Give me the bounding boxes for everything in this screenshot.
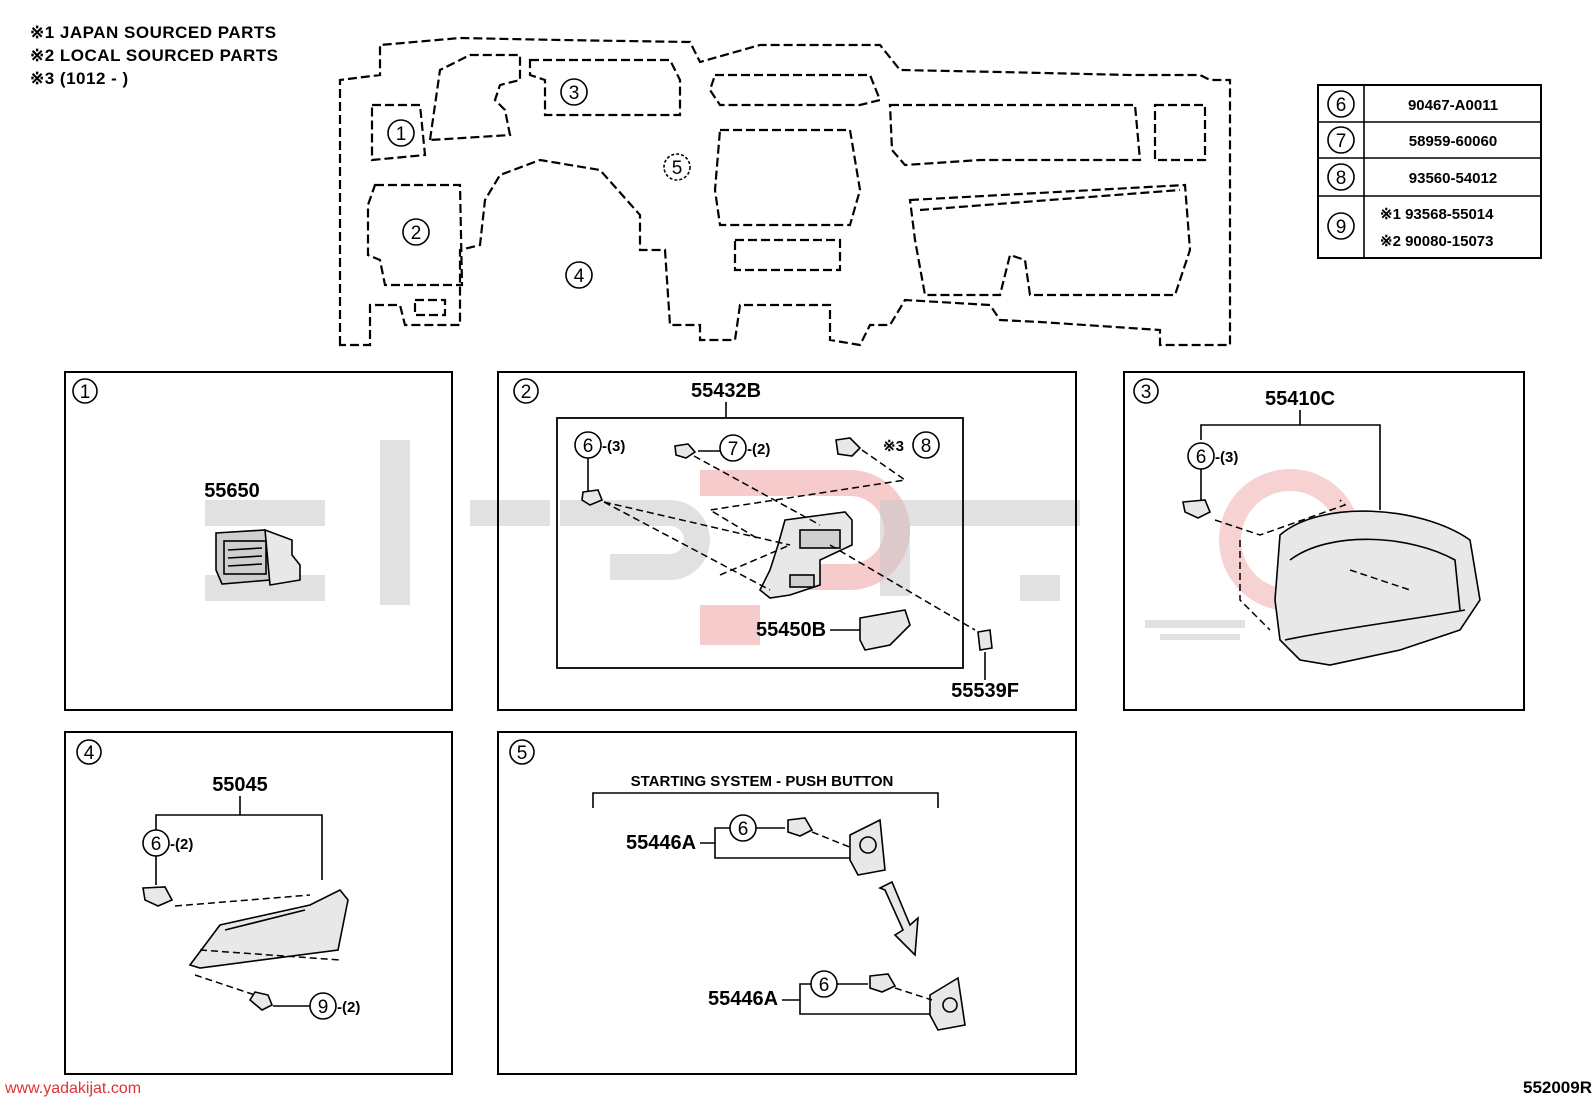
panel-4: 4 55045 6 -(2) 9 -(2)	[64, 731, 453, 1075]
panel-5: 5 STARTING SYSTEM - PUSH BUTTON 55446A 6…	[497, 731, 1077, 1075]
overview-marker-4: 4	[565, 261, 593, 289]
part-55539f-group: 55539F	[951, 629, 1019, 702]
part-55045-label: 55045	[212, 774, 268, 796]
panel-3-marker-number: 3	[1141, 382, 1152, 403]
overview-marker-1: 1	[387, 119, 415, 147]
svg-text:-(2): -(2)	[337, 999, 360, 1016]
push-button-group-1: 55446A 6	[626, 814, 886, 876]
svg-text:2: 2	[411, 223, 422, 244]
table-value-9b: ※2 90080-15073	[1380, 233, 1494, 250]
svg-text:9: 9	[1336, 217, 1347, 238]
svg-text:6: 6	[819, 975, 830, 996]
overview-marker-5: 5	[663, 153, 691, 181]
svg-text:-(2): -(2)	[747, 441, 770, 458]
svg-text:8: 8	[1336, 168, 1347, 189]
panel-4-marker-number: 4	[84, 743, 95, 764]
ref-7-callout: 7 -(2)	[698, 434, 770, 462]
overview-marker-2: 2	[402, 218, 430, 246]
panel-5-marker-number: 5	[517, 743, 528, 764]
svg-text:3: 3	[569, 83, 580, 104]
part-number-table: 6 90467-A0011 7 58959-60060 8 93560-5401…	[1317, 84, 1542, 259]
panel-1-marker-number: 1	[80, 382, 91, 403]
ref-6-callout-p4: 6 -(2)	[142, 829, 193, 885]
svg-text:-(3): -(3)	[602, 438, 625, 455]
panel-5-heading: STARTING SYSTEM - PUSH BUTTON	[631, 773, 894, 790]
svg-text:-(3): -(3)	[1215, 449, 1238, 466]
table-row-7: 7 58959-60060	[1327, 126, 1497, 154]
panel-2-marker-number: 2	[521, 382, 532, 403]
air-vent-part	[215, 528, 301, 586]
table-value-7: 58959-60060	[1409, 133, 1497, 150]
note-japan-sourced: ※1 JAPAN SOURCED PARTS	[30, 23, 277, 42]
svg-text:55539F: 55539F	[951, 680, 1019, 702]
ref-6-callout-p3: 6 -(3)	[1187, 442, 1238, 500]
table-value-9a: ※1 93568-55014	[1380, 206, 1494, 223]
table-row-8: 8 93560-54012	[1327, 163, 1497, 191]
lower-panel-part	[188, 888, 349, 969]
overview-marker-3: 3	[560, 78, 588, 106]
svg-text:4: 4	[574, 266, 585, 287]
svg-text:9: 9	[318, 997, 329, 1018]
panel-3: 3 55410C 6 -(3)	[1123, 371, 1525, 711]
meter-hood-part	[1274, 510, 1481, 666]
svg-text:-(2): -(2)	[170, 836, 193, 853]
svg-text:※3: ※3	[883, 438, 904, 455]
svg-text:6: 6	[151, 834, 162, 855]
part-55432b-label: 55432B	[691, 380, 761, 402]
note-local-sourced: ※2 LOCAL SOURCED PARTS	[30, 46, 278, 65]
svg-text:6: 6	[738, 819, 749, 840]
table-value-6: 90467-A0011	[1408, 97, 1498, 114]
dashboard-overview: 1 2 3 4 5	[338, 36, 1232, 347]
table-row-6: 6 90467-A0011	[1327, 90, 1498, 118]
switch-panel-part	[758, 511, 853, 599]
svg-text:7: 7	[728, 439, 739, 460]
part-55410c-label: 55410C	[1265, 388, 1335, 410]
svg-text:6: 6	[1336, 95, 1347, 116]
svg-text:55450B: 55450B	[756, 619, 826, 641]
svg-text:7: 7	[1336, 131, 1347, 152]
svg-text:55446A: 55446A	[708, 988, 778, 1010]
table-value-8: 93560-54012	[1409, 170, 1497, 187]
ref-8-callout: ※3 8	[883, 431, 940, 459]
part-55650-label: 55650	[204, 480, 260, 502]
push-button-group-2: 55446A 6	[708, 970, 966, 1031]
svg-text:55446A: 55446A	[626, 832, 696, 854]
ref-6-callout-p2: 6 -(3)	[574, 431, 625, 492]
panel-2: 2 55432B 6 -(3) 7 -(2) ※3 8	[497, 371, 1077, 711]
website-link[interactable]: www.yadakijat.com	[4, 1080, 141, 1097]
table-row-9: 9 ※1 93568-55014 ※2 90080-15073	[1327, 206, 1494, 250]
svg-text:5: 5	[672, 158, 683, 179]
svg-text:6: 6	[583, 436, 594, 457]
panel-1: 1 55650	[64, 371, 453, 711]
diagram-code: 552009R	[1523, 1078, 1592, 1097]
ref-9-callout: 9 -(2)	[273, 992, 360, 1020]
svg-text:8: 8	[921, 436, 932, 457]
note-production-date: ※3 (1012 - )	[30, 69, 129, 88]
svg-text:6: 6	[1196, 447, 1207, 468]
part-55450b-group: 55450B	[756, 609, 911, 651]
svg-text:1: 1	[396, 124, 407, 145]
